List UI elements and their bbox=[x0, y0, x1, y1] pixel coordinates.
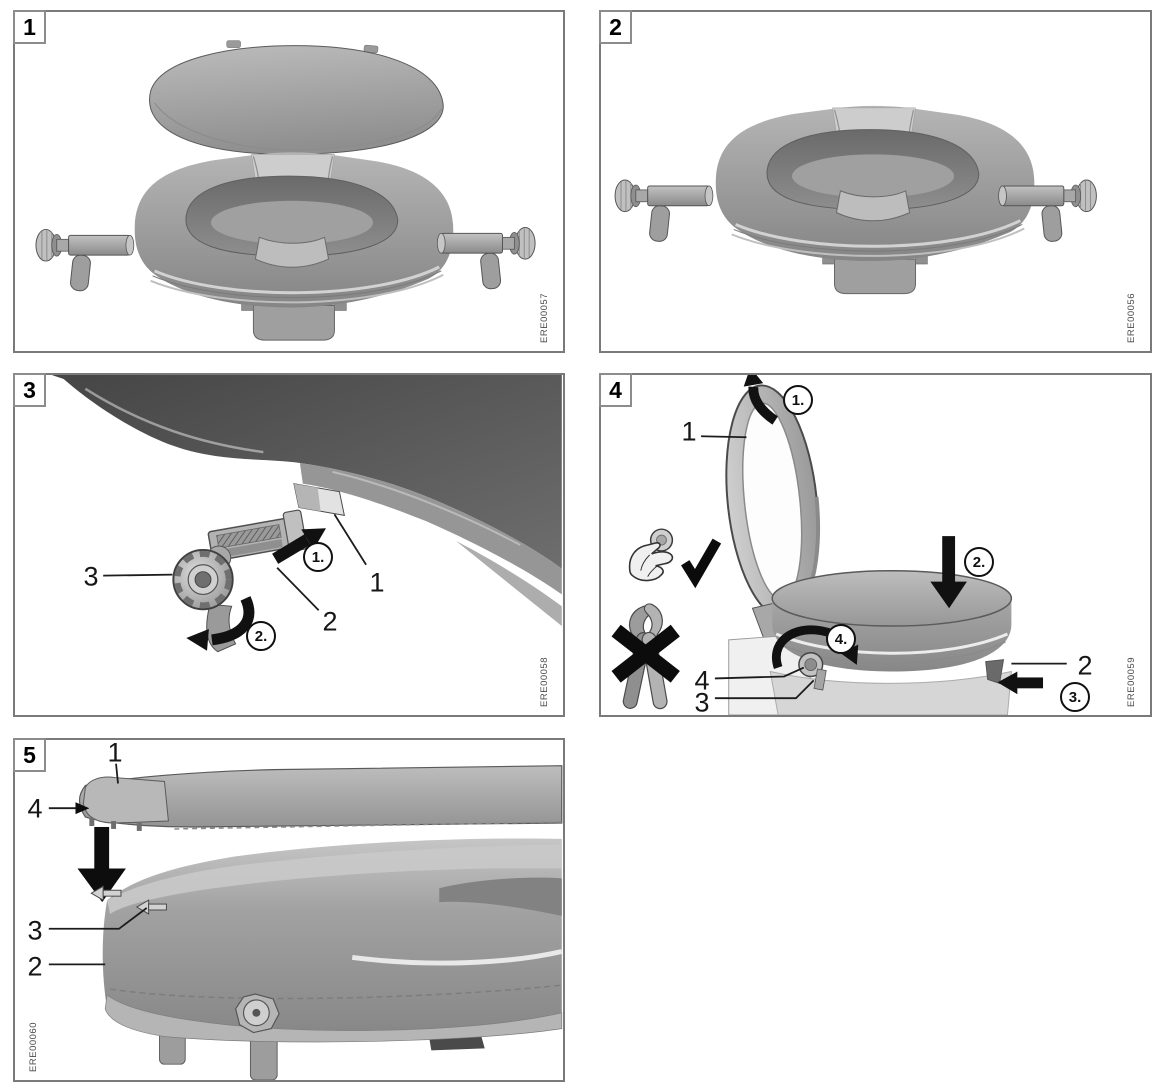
part-label-1: 1 bbox=[681, 416, 697, 447]
part-label-2: 2 bbox=[27, 951, 43, 982]
hinge-pin bbox=[90, 885, 122, 901]
leader-lines bbox=[48, 763, 148, 966]
hand-grip-icon bbox=[628, 528, 674, 582]
lid-hinge-bump bbox=[82, 776, 169, 824]
panel-5: 5 1 4 3 2 ERE00060 bbox=[13, 738, 565, 1082]
panel-number: 1 bbox=[13, 10, 46, 44]
panel-number: 4 bbox=[599, 373, 632, 407]
clamp-assembly-left bbox=[35, 228, 135, 292]
step-badge-1: 1. bbox=[783, 385, 813, 415]
raised-seat-side bbox=[90, 838, 563, 1080]
push-left-arrow-icon bbox=[997, 671, 1044, 695]
figure-code: ERE00056 bbox=[1126, 293, 1137, 343]
panel-4: 4 1 2 4 3 1. 2. 3. 4. ERE00059 bbox=[599, 373, 1152, 717]
panel-number-text: 3 bbox=[23, 376, 36, 403]
figure-code: ERE00058 bbox=[539, 657, 550, 707]
figure-code: ERE00060 bbox=[28, 1022, 39, 1072]
part-label-2: 2 bbox=[322, 606, 338, 637]
lift-arrow-icon bbox=[743, 375, 779, 425]
step-badge-1: 1. bbox=[303, 542, 333, 572]
panel-2: 2 ERE00056 bbox=[599, 10, 1152, 353]
panel-number-text: 4 bbox=[609, 376, 622, 403]
exploded-view-illustration bbox=[35, 40, 536, 341]
insert-arrow-icon bbox=[272, 528, 326, 564]
part-label-1: 1 bbox=[369, 567, 385, 598]
part-label-4: 4 bbox=[27, 793, 43, 824]
clamp-assembly-left bbox=[614, 179, 714, 242]
toilet-lid-side bbox=[78, 765, 563, 831]
raised-seat-body bbox=[715, 105, 1035, 295]
toilet-seat-ring bbox=[725, 384, 821, 620]
clamp-assembly-right bbox=[436, 226, 536, 290]
part-label-1: 1 bbox=[107, 737, 123, 768]
check-icon bbox=[681, 538, 722, 589]
seat-opening bbox=[439, 877, 562, 916]
mounting-on-toilet-illustration bbox=[611, 375, 1067, 715]
seat-underside bbox=[51, 375, 562, 627]
panel-number: 3 bbox=[13, 373, 46, 407]
figure-code: ERE00059 bbox=[1126, 657, 1137, 707]
panel-1: 1 ERE00057 bbox=[13, 10, 565, 353]
leader-lines bbox=[701, 435, 1067, 700]
step-badge-2: 2. bbox=[964, 547, 994, 577]
step-badge-2: 2. bbox=[246, 621, 276, 651]
part-label-3: 3 bbox=[83, 561, 99, 592]
pliers-icon bbox=[622, 603, 668, 710]
clamp-close-up bbox=[172, 509, 308, 653]
panel-3: 3 3 2 1 1. 2. ERE00058 bbox=[13, 373, 565, 717]
panel-number-text: 1 bbox=[23, 13, 36, 40]
lid-attachment-illustration bbox=[48, 763, 563, 1080]
raised-seat-body bbox=[134, 152, 454, 341]
pointer-arrowhead-icon bbox=[75, 802, 90, 815]
step-badge-4: 4. bbox=[826, 624, 856, 654]
place-down-arrow-icon bbox=[930, 536, 967, 609]
panel-number: 5 bbox=[13, 738, 46, 772]
cross-icon bbox=[611, 624, 680, 683]
attach-down-arrow-icon bbox=[77, 826, 126, 903]
seat-with-clamps-illustration bbox=[614, 105, 1097, 295]
part-label-2: 2 bbox=[1077, 650, 1093, 681]
figure-code: ERE00057 bbox=[539, 293, 550, 343]
clamp-insertion-illustration bbox=[51, 375, 562, 653]
leader-lines bbox=[103, 513, 367, 611]
step-badge-3: 3. bbox=[1060, 682, 1090, 712]
panel-number-text: 2 bbox=[609, 13, 622, 40]
rotate-arrow-icon bbox=[186, 596, 255, 651]
part-label-3: 3 bbox=[694, 687, 710, 718]
toilet-bowl bbox=[728, 633, 1012, 715]
toilet-lid bbox=[149, 40, 444, 155]
part-label-3: 3 bbox=[27, 915, 43, 946]
clamp-assembly-right bbox=[998, 179, 1097, 242]
part-label-4: 4 bbox=[694, 665, 710, 696]
panel-number: 2 bbox=[599, 10, 632, 44]
panel-number-text: 5 bbox=[23, 741, 36, 768]
